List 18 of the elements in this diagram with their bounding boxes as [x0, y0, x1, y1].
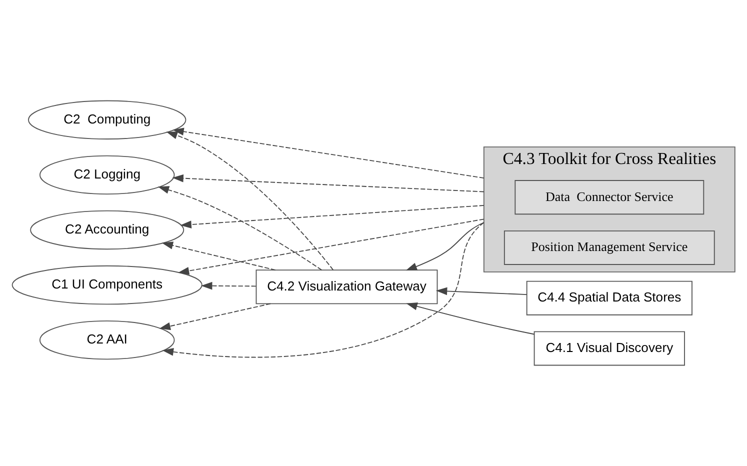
arrow: [201, 282, 256, 290]
arrow: [406, 302, 535, 335]
arrow: [159, 303, 272, 330]
arrow: [162, 222, 484, 358]
node-box: Position Management Service: [504, 230, 715, 265]
arrow: [172, 174, 484, 192]
arrow: [162, 242, 276, 271]
arrow: [158, 186, 322, 270]
node-box: C4.4 Spatial Data Stores: [526, 280, 692, 316]
arrow: [436, 287, 528, 296]
arrow: [178, 218, 484, 275]
node-box: Data Connector Service: [514, 180, 704, 215]
arrow: [180, 204, 484, 228]
arrow: [172, 128, 484, 178]
node-box: C4.2 Visualization Gateway: [256, 270, 438, 304]
arrow: [406, 222, 484, 271]
node-box: C4.1 Visual Discovery: [534, 331, 685, 366]
arrow: [166, 132, 334, 270]
